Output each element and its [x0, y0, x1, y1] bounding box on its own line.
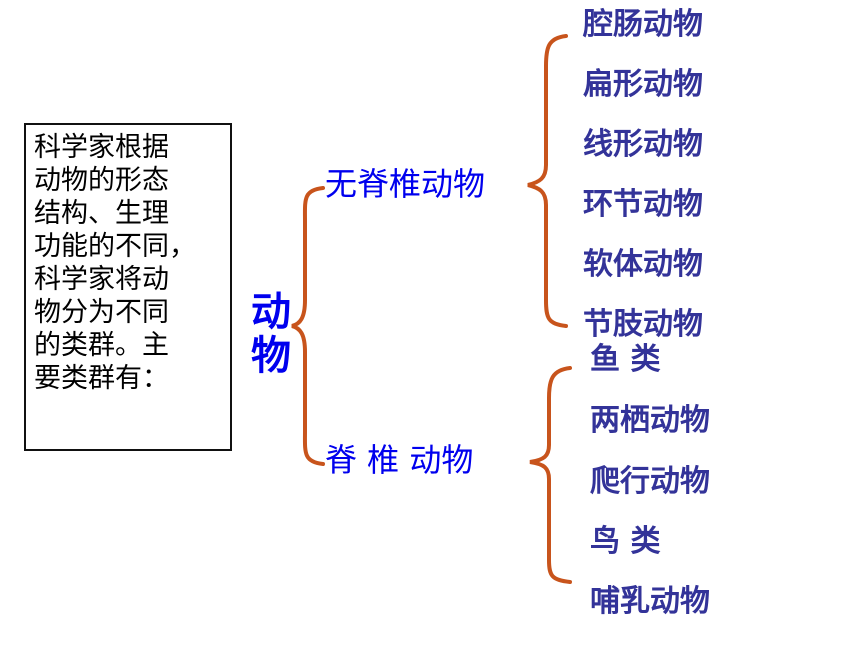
invertebrate-bracket: [527, 34, 568, 328]
intro-line: 结构、生理: [34, 198, 169, 229]
vertebrate-bracket: [529, 366, 572, 584]
leaf-item: 腔肠动物: [583, 7, 703, 42]
leaf-item: 扁形动物: [583, 67, 703, 102]
branch-invertebrate-label: 无脊椎动物: [325, 165, 486, 203]
root-bracket: [291, 186, 325, 466]
intro-line: 功能的不同，: [34, 231, 196, 262]
root-label-char: 物: [251, 333, 291, 379]
intro-line: 科学家根据: [34, 132, 169, 163]
intro-text-box: 科学家根据 动物的形态 结构、生理 功能的不同， 科学家将动 物分为不同 的类群…: [24, 123, 232, 451]
root-label-char: 动: [251, 289, 291, 335]
leaf-item: 环节动物: [583, 187, 703, 222]
leaf-item: 软体动物: [583, 247, 703, 282]
leaf-item: 鱼 类: [590, 342, 661, 377]
branch-vertebrate-label: 脊 椎 动物: [325, 441, 474, 479]
leaf-item: 爬行动物: [590, 464, 710, 499]
leaf-item: 哺乳动物: [590, 584, 710, 619]
intro-line: 科学家将动: [34, 264, 169, 295]
leaf-item: 节肢动物: [583, 307, 703, 342]
leaf-item: 鸟 类: [590, 524, 661, 559]
leaf-item: 线形动物: [583, 127, 703, 162]
intro-line: 物分为不同: [34, 297, 169, 328]
intro-line: 的类群。主: [34, 330, 169, 361]
intro-line: 要类群有：: [34, 363, 169, 394]
leaf-item: 两栖动物: [590, 403, 710, 438]
intro-line: 动物的形态: [34, 165, 169, 196]
